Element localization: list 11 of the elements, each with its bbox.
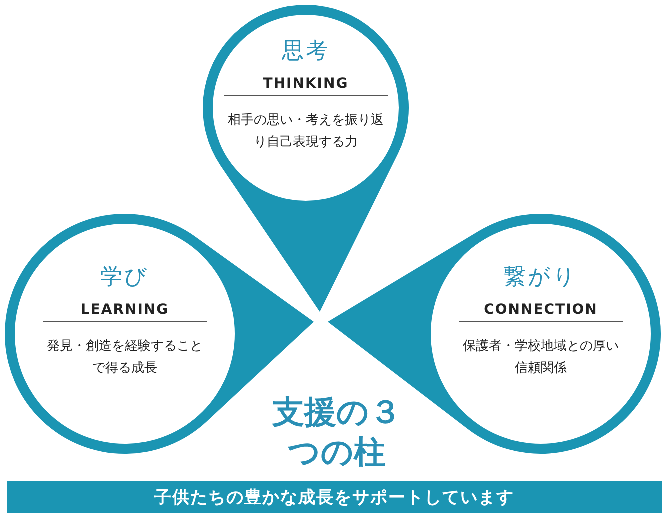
banner: 子供たちの豊かな成長をサポートしています	[7, 481, 662, 513]
circle-subheading: CONNECTION	[483, 302, 599, 318]
circle-heading: 思考	[281, 38, 331, 66]
circle-subheading: THINKING	[262, 76, 350, 92]
circle-heading: 繋がり	[503, 264, 579, 292]
circle-heading: 学び	[100, 264, 150, 292]
circle-description: 相手の思い・考えを振り返り自己表現する力	[227, 112, 385, 152]
circle-subheading: LEARNING	[80, 302, 170, 318]
center-title: 支援の３つの柱	[271, 392, 402, 472]
circle-description: 発見・創造を経験することで得る成長	[46, 338, 204, 378]
circle-description: 保護者・学校地域との厚い信頼関係	[462, 338, 620, 378]
